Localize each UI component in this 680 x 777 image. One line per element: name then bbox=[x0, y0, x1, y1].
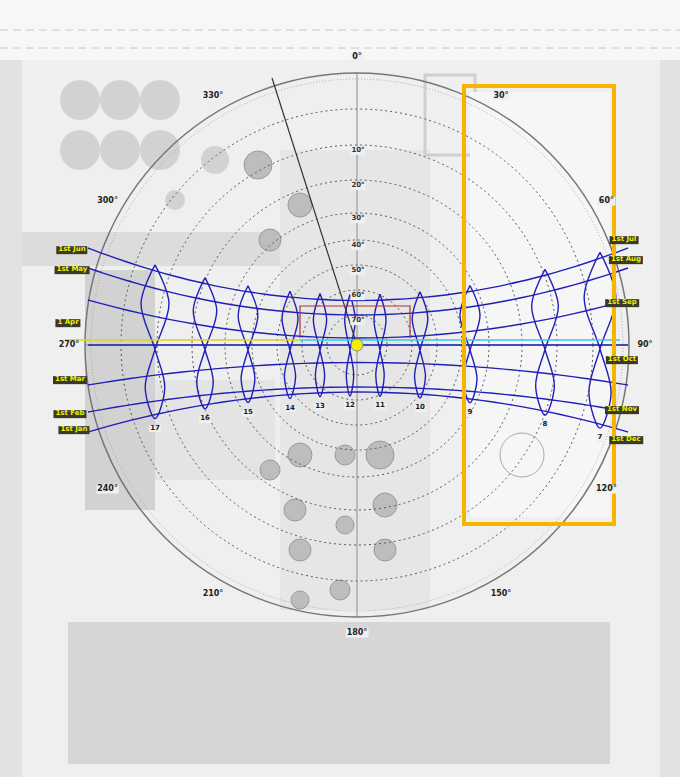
azimuth-label: 330° bbox=[202, 91, 225, 100]
azimuth-label: 150° bbox=[490, 590, 513, 599]
hour-number: 17 bbox=[149, 425, 161, 433]
horizon-circle bbox=[85, 73, 629, 617]
azimuth-label: 120° bbox=[595, 485, 618, 494]
highlight-frame bbox=[464, 86, 614, 524]
sun-position bbox=[351, 339, 363, 351]
building-footprint bbox=[68, 622, 610, 764]
tree-canopies bbox=[60, 80, 229, 210]
building-block bbox=[85, 270, 155, 510]
analemma bbox=[412, 292, 428, 398]
date-label: 1st Dec bbox=[609, 436, 643, 444]
analemma bbox=[282, 291, 298, 398]
altitude-label: 30° bbox=[350, 215, 365, 223]
analemma bbox=[374, 294, 386, 396]
azimuth-label: 60° bbox=[598, 197, 615, 206]
analemma bbox=[238, 286, 258, 403]
azimuth-label: 30° bbox=[492, 91, 509, 100]
date-curve bbox=[88, 392, 628, 432]
date-label: 1st May bbox=[55, 266, 90, 274]
altitude-label: 10° bbox=[350, 147, 365, 155]
date-curve bbox=[88, 387, 628, 412]
hour-number: 16 bbox=[199, 415, 211, 423]
street-marking bbox=[0, 48, 680, 49]
street-marking bbox=[0, 30, 680, 31]
date-label: 1st Jun bbox=[56, 246, 87, 254]
azimuth-label: 180° bbox=[346, 629, 369, 638]
round-table bbox=[500, 433, 544, 477]
analemma bbox=[313, 293, 326, 396]
date-label: 1st Oct bbox=[606, 356, 638, 364]
hour-number: 10 bbox=[414, 404, 426, 412]
date-label: 1st Feb bbox=[53, 410, 86, 418]
azimuth-label: 210° bbox=[202, 590, 225, 599]
hour-number: 12 bbox=[344, 402, 356, 410]
building-section bbox=[300, 306, 410, 338]
azimuth-label: 300° bbox=[96, 197, 119, 206]
hour-number: 15 bbox=[242, 409, 254, 417]
hour-number: 7 bbox=[597, 434, 604, 442]
altitude-label: 60° bbox=[350, 292, 365, 300]
hour-number: 9 bbox=[467, 409, 474, 417]
altitude-label: 50° bbox=[350, 267, 365, 275]
date-label: 1st Sep bbox=[605, 299, 639, 307]
date-label: 1st Jul bbox=[610, 236, 639, 244]
hour-number: 11 bbox=[374, 402, 386, 410]
hour-number: 8 bbox=[542, 421, 549, 429]
altitude-label: 40° bbox=[350, 242, 365, 250]
analemma bbox=[193, 278, 217, 409]
analemma bbox=[141, 265, 169, 419]
date-label: 1st Jan bbox=[58, 426, 89, 434]
date-label: 1 Apr bbox=[55, 319, 80, 327]
azimuth-label: 0° bbox=[351, 53, 363, 62]
date-label: 1st Mar bbox=[53, 376, 87, 384]
planting-bed bbox=[155, 380, 275, 480]
shadow-line bbox=[65, 339, 300, 341]
street bbox=[0, 0, 680, 60]
azimuth-label: 270° bbox=[58, 341, 81, 350]
central-walk bbox=[280, 150, 430, 610]
shadow-line bbox=[300, 339, 620, 341]
hour-number: 14 bbox=[284, 405, 296, 413]
date-label: 1st Aug bbox=[609, 256, 643, 264]
azimuth-label: 90° bbox=[636, 341, 653, 350]
date-label: 1st Nov bbox=[605, 406, 639, 414]
hour-number: 13 bbox=[314, 403, 326, 411]
analemma bbox=[532, 269, 559, 415]
side-strip bbox=[660, 60, 680, 777]
date-curve bbox=[88, 363, 628, 385]
altitude-label: 70° bbox=[350, 317, 365, 325]
altitude-label: 20° bbox=[350, 182, 365, 190]
side-strip bbox=[0, 60, 22, 777]
trees bbox=[244, 151, 397, 609]
azimuth-label: 240° bbox=[96, 485, 119, 494]
